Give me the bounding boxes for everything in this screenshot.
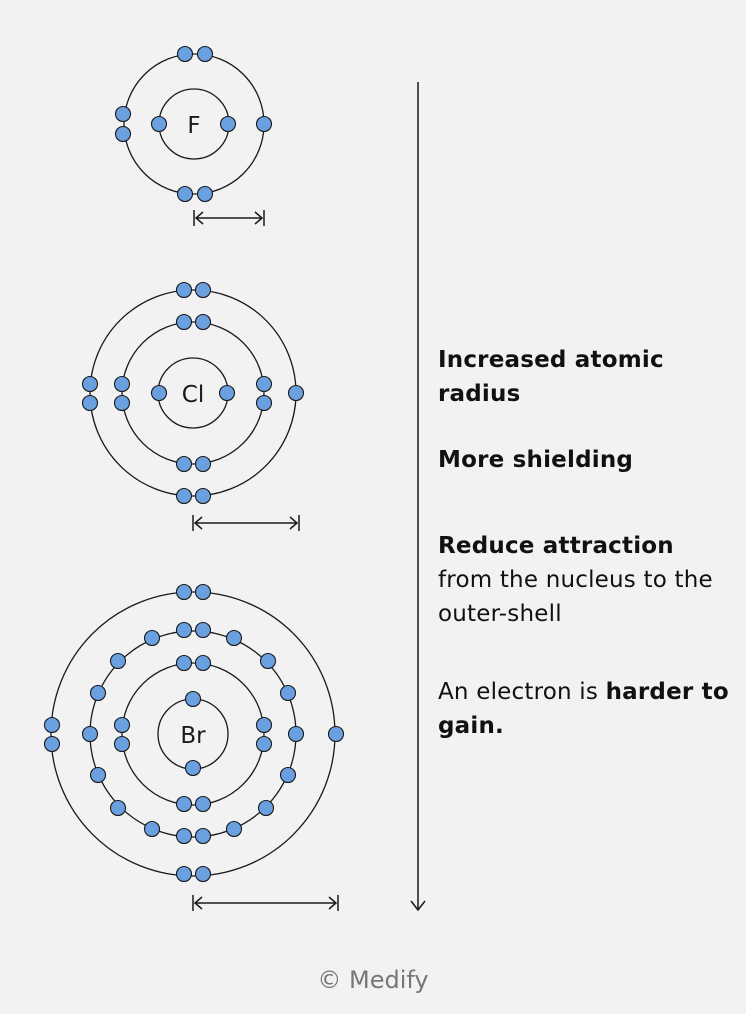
electron [218, 384, 236, 402]
electron [113, 716, 131, 734]
copyright-footer: © Medify [317, 966, 429, 994]
electron [89, 684, 107, 702]
fluorine-atom: F [114, 45, 273, 226]
radius-statement: Increased atomic radius [438, 343, 738, 411]
electron [194, 621, 212, 639]
electron [113, 394, 131, 412]
electron [176, 45, 194, 63]
electron [255, 394, 273, 412]
electron [175, 795, 193, 813]
electron [175, 281, 193, 299]
electron [43, 735, 61, 753]
electron [196, 45, 214, 63]
electron [81, 375, 99, 393]
chlorine-symbol: Cl [182, 382, 204, 408]
electron [225, 629, 243, 647]
fluorine-symbol: F [187, 113, 200, 139]
electron [109, 799, 127, 817]
electron [255, 735, 273, 753]
gain-statement: An electron is harder to gain. [438, 675, 738, 743]
electron [175, 865, 193, 883]
electron [255, 115, 273, 133]
bromine-atom: Br [43, 583, 345, 911]
radius-text: Increased atomic radius [438, 347, 664, 407]
electron [176, 185, 194, 203]
electron [175, 455, 193, 473]
electron [184, 690, 202, 708]
electron [143, 629, 161, 647]
electron [255, 716, 273, 734]
electron [184, 759, 202, 777]
electron [143, 820, 161, 838]
shielding-statement: More shielding [438, 443, 738, 477]
electron [113, 375, 131, 393]
electron [89, 766, 107, 784]
chlorine-radius-arrow [192, 515, 300, 531]
bromine-symbol: Br [180, 723, 206, 749]
electron [114, 105, 132, 123]
electron [175, 583, 193, 601]
chlorine-atom: Cl [81, 281, 305, 531]
down-group-trend-arrow [410, 82, 426, 912]
electron [194, 455, 212, 473]
electron [327, 725, 345, 743]
bromine-radius-arrow [192, 895, 339, 911]
bromine-shell-2 [121, 662, 265, 806]
electron [287, 725, 305, 743]
electron [114, 125, 132, 143]
electron [279, 684, 297, 702]
electron [194, 313, 212, 331]
attraction-bold-text: Reduce attraction [438, 533, 674, 559]
electron [150, 115, 168, 133]
electron [287, 384, 305, 402]
electron [175, 487, 193, 505]
electron [196, 185, 214, 203]
electron [81, 725, 99, 743]
electron [175, 827, 193, 845]
chlorine-electrons [81, 281, 305, 505]
electron [194, 654, 212, 672]
electron [150, 384, 168, 402]
gain-normal-text: An electron is [438, 679, 599, 705]
electron [81, 394, 99, 412]
electron [194, 795, 212, 813]
electron [194, 583, 212, 601]
attraction-rest-text: from the nucleus to the outer-shell [438, 567, 713, 627]
electron [109, 652, 127, 670]
electron [175, 654, 193, 672]
electron [279, 766, 297, 784]
electron [194, 487, 212, 505]
attraction-statement: Reduce attraction from the nucleus to th… [438, 529, 738, 631]
electron [175, 621, 193, 639]
shielding-text: More shielding [438, 447, 634, 473]
fluorine-radius-arrow [193, 210, 265, 226]
gain-bold-text: harder to gain. [438, 679, 729, 739]
electron [219, 115, 237, 133]
chlorine-shell-2 [121, 321, 265, 465]
electron [255, 375, 273, 393]
fluorine-electrons [114, 45, 273, 203]
electron [259, 652, 277, 670]
electron [113, 735, 131, 753]
electron [43, 716, 61, 734]
electron [194, 281, 212, 299]
electron [194, 865, 212, 883]
electron [194, 827, 212, 845]
electron [257, 799, 275, 817]
electron [225, 820, 243, 838]
bromine-electrons [43, 583, 345, 883]
electron [175, 313, 193, 331]
